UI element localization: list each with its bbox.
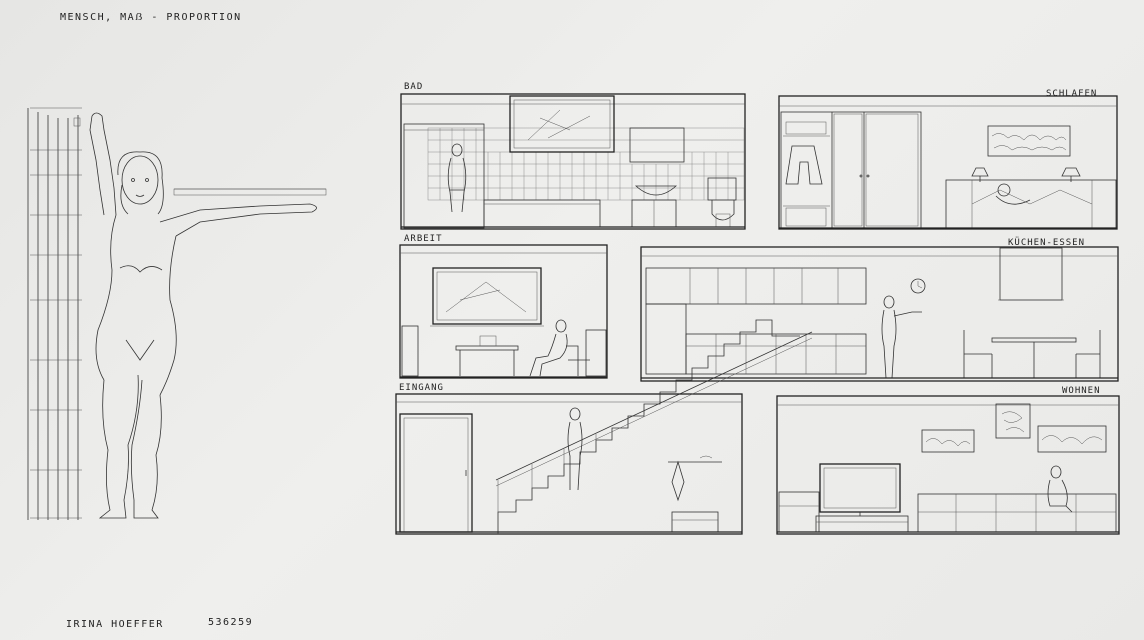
author-name: IRINA HOEFFER: [66, 619, 164, 630]
student-id: 536259: [208, 617, 253, 628]
panel-entrance-label: EINGANG: [399, 383, 444, 393]
panel-living-label: WOHNEN: [1062, 386, 1101, 396]
sheet-title: MENSCH, MAẞ - PROPORTION: [60, 12, 242, 23]
panel-living: WOHNEN: [776, 386, 1120, 535]
panel-bath-label: BAD: [404, 82, 423, 92]
height-scale: [27, 107, 82, 520]
panel-work-label: ARBEIT: [404, 234, 443, 244]
panel-kitchen-label: KÜCHEN-ESSEN: [1008, 237, 1085, 248]
panel-sleep: SCHLAFEN: [778, 89, 1118, 230]
panel-entrance: EINGANG: [395, 319, 813, 535]
human-proportion-figure: [27, 107, 327, 520]
panel-kitchen: KÜCHEN-ESSEN: [640, 237, 1119, 382]
bath-tiles: [427, 127, 745, 201]
panel-bath: BAD: [400, 82, 746, 230]
panel-sleep-label: SCHLAFEN: [1046, 89, 1097, 99]
panel-work: ARBEIT: [399, 234, 608, 379]
staircase: [495, 319, 813, 534]
